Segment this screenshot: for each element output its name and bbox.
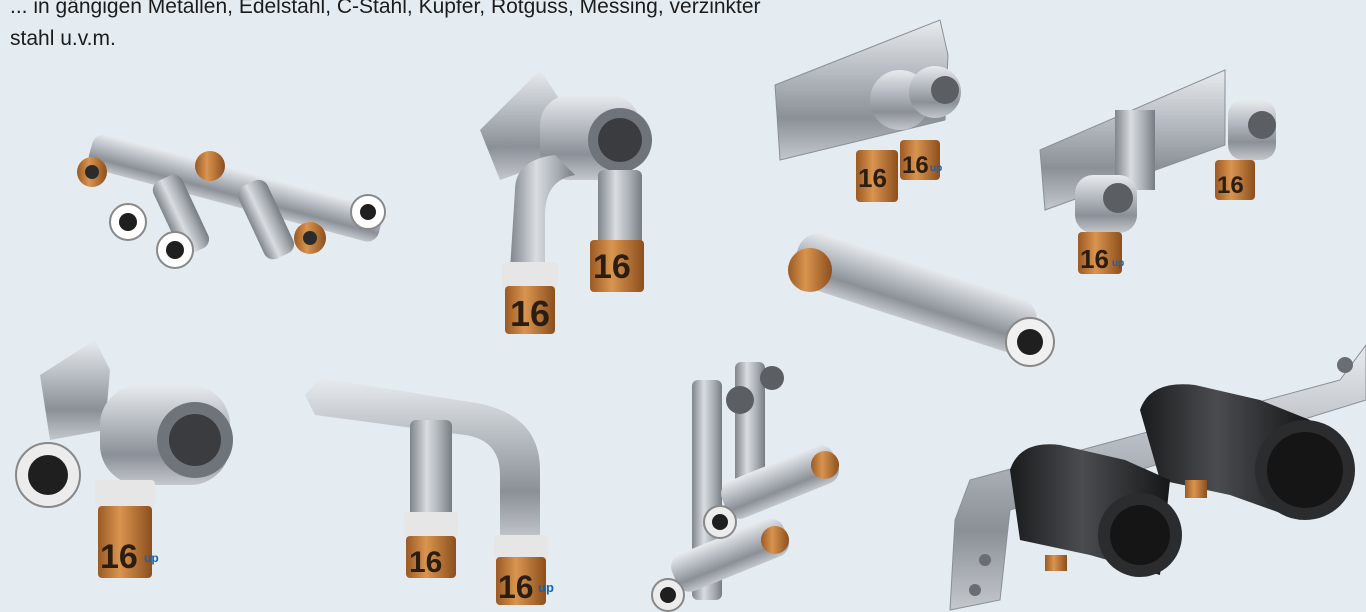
- product-double-t-manifold: [77, 134, 386, 269]
- size-label: 16: [902, 152, 929, 179]
- size-label: 16: [858, 163, 887, 193]
- intro-text: ... in gängigen Metallen, Edelstahl, C-S…: [10, 0, 761, 55]
- brand-label: up: [144, 551, 159, 565]
- intro-line-2: stahl u.v.m.: [10, 27, 116, 50]
- product-twin-wall-connector: [651, 362, 839, 612]
- product-straight-coupling: [788, 233, 1055, 367]
- product-wall-elbow-small: [15, 340, 233, 578]
- size-label: 16: [409, 546, 442, 578]
- product-mounting-bracket-elbow: [1039, 69, 1276, 274]
- size-label: 16: [498, 569, 534, 604]
- size-label: 16: [510, 293, 550, 334]
- product-double-wall-plate-elbow: [774, 19, 961, 202]
- size-label: 16: [1217, 172, 1244, 199]
- product-u-bend-connector: [305, 378, 548, 605]
- label-double-wall-plate-a: 16: [856, 155, 906, 195]
- label-wall-elbow-small: 16 up: [98, 530, 178, 576]
- product-wall-elbow: [480, 70, 652, 334]
- brand-label: up: [1112, 258, 1124, 269]
- label-wall-elbow-b: 16: [590, 242, 650, 288]
- brand-label: up: [930, 163, 942, 174]
- size-label: 16: [100, 538, 138, 576]
- label-wall-elbow-a: 16: [505, 288, 565, 334]
- label-u-bend-b: 16 up: [496, 560, 566, 604]
- intro-line-1: ... in gängigen Metallen, Edelstahl, C-S…: [10, 0, 761, 18]
- size-label: 16: [1080, 244, 1109, 274]
- label-u-bend-a: 16: [406, 538, 466, 578]
- label-bracket-b: 16: [1215, 165, 1265, 201]
- product-insulated-mounting-unit: [949, 344, 1366, 611]
- brand-label: up: [538, 580, 554, 595]
- size-label: 16: [593, 248, 631, 286]
